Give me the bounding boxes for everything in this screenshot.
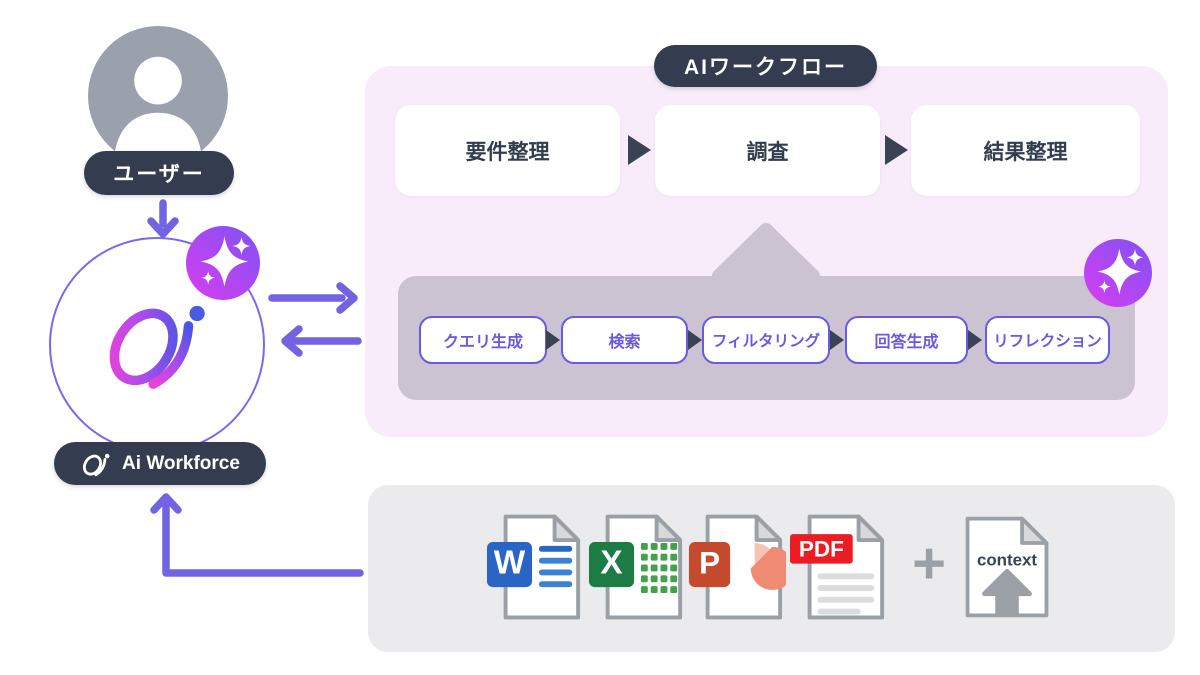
step-research: 調査: [655, 105, 880, 196]
substep-query-generation: クエリ生成: [419, 316, 547, 364]
user-label: ユーザー: [113, 163, 205, 186]
substep-label: クエリ生成: [442, 334, 523, 351]
substep-arrow-icon: [546, 330, 560, 350]
ai-workforce-pill: Ai Workforce: [54, 442, 266, 485]
step-label: 調査: [746, 140, 789, 164]
svg-text:W: W: [494, 544, 526, 581]
excel-file-icon: X: [588, 514, 683, 620]
pdf-file-icon: PDF: [790, 514, 885, 620]
substep-label: フィルタリング: [711, 333, 821, 350]
substep-label: 検索: [608, 334, 641, 351]
user-label-pill: ユーザー: [84, 151, 234, 195]
step-label: 結果整理: [983, 140, 1068, 164]
sparkle-icon: [186, 226, 260, 300]
context-upload-icon: context: [965, 516, 1049, 618]
step-label: 要件整理: [465, 140, 550, 164]
plus-icon: +: [912, 530, 946, 596]
sparkle-icon: [1084, 239, 1152, 307]
upload-arrow-icon: [982, 568, 1032, 617]
substep-reflection: リフレクション: [985, 316, 1110, 364]
svg-text:PDF: PDF: [799, 537, 844, 562]
step-results: 結果整理: [911, 105, 1140, 196]
svg-text:P: P: [699, 545, 720, 580]
step-arrow-icon: [628, 135, 651, 165]
user-avatar-icon: [88, 26, 228, 166]
svg-text:X: X: [600, 544, 622, 581]
step-arrow-icon: [885, 135, 908, 165]
substep-filtering: フィルタリング: [702, 316, 830, 364]
ai-workforce-label: Ai Workforce: [122, 452, 240, 474]
substep-search: 検索: [561, 316, 688, 364]
substep-label: 回答生成: [874, 334, 939, 351]
substep-arrow-icon: [830, 330, 844, 350]
band-pointer-shape: [712, 223, 820, 281]
substep-answer-generation: 回答生成: [845, 316, 968, 364]
substep-arrow-icon: [968, 330, 982, 350]
substep-label: リフレクション: [993, 333, 1102, 350]
svg-text:context: context: [977, 551, 1037, 570]
word-file-icon: W: [486, 514, 581, 620]
workflow-title-badge: AIワークフロー: [654, 45, 877, 87]
workflow-title: AIワークフロー: [684, 56, 847, 79]
substep-arrow-icon: [688, 330, 702, 350]
ai-workforce-logo: [109, 305, 205, 389]
step-requirements: 要件整理: [395, 105, 620, 196]
ai-workforce-mini-logo: [82, 453, 110, 476]
powerpoint-file-icon: P: [688, 514, 786, 620]
documents-to-agent-arrow: [162, 500, 364, 577]
